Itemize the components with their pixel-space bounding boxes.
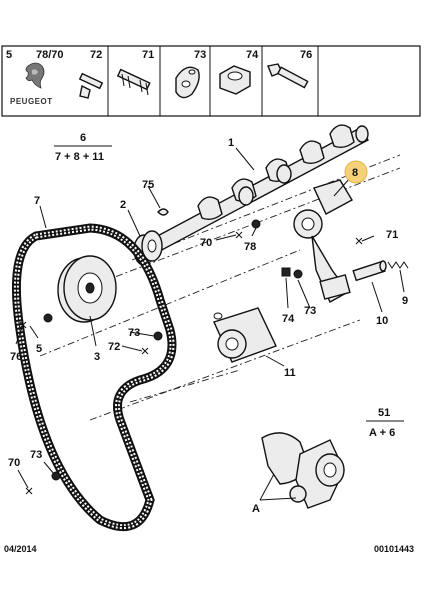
callout-numbers: 1 2 3 5 7 8 9 10 11 70 70 71 72 73 73 73…: [8, 137, 408, 515]
water-pump: [261, 432, 345, 509]
header-label-5: 5: [6, 49, 12, 61]
bolt-72-icon: [78, 72, 104, 99]
stud-71-icon: [116, 68, 151, 96]
callout-78: 78: [244, 241, 256, 253]
callout-76: 76: [10, 351, 22, 363]
callout-A: A: [252, 503, 260, 515]
callout-9: 9: [402, 295, 408, 307]
header-label-74: 74: [246, 49, 259, 61]
callout-73-lower: 73: [30, 449, 42, 461]
group-51-top: 51: [378, 407, 390, 419]
callout-70-upper: 70: [200, 237, 212, 249]
callout-10: 10: [376, 315, 388, 327]
callout-73-middle: 73: [128, 327, 140, 339]
callout-2: 2: [120, 199, 126, 211]
push-rod: [352, 260, 387, 282]
peugeot-logo: PEUGEOT: [10, 62, 53, 106]
group-label-6: 6 7 + 8 + 11: [54, 132, 112, 163]
group-51-bottom: A + 6: [369, 427, 395, 439]
header-label-71: 71: [142, 49, 154, 61]
timing-belt: [11, 223, 177, 532]
callout-70-lower: 70: [8, 457, 20, 469]
callout-5: 5: [36, 343, 42, 355]
callout-71: 71: [386, 229, 398, 241]
tensioner: [293, 179, 353, 303]
callout-11: 11: [284, 367, 296, 379]
header-label-76: 76: [300, 49, 312, 61]
header-parts-strip: 5 78/70 72 71 73 74 76 PEUGEOT: [1, 45, 421, 117]
brand-name: PEUGEOT: [10, 97, 53, 106]
header-label-78-70: 78/70: [36, 49, 64, 61]
callout-3: 3: [94, 351, 100, 363]
callout-72: 72: [108, 341, 120, 353]
washer-73-icon: [175, 66, 200, 99]
group-6-top: 6: [80, 132, 86, 144]
callout-7: 7: [34, 195, 40, 207]
footer-date: 04/2014: [4, 544, 37, 554]
highlight-marker: [344, 160, 368, 184]
pump-pulley: [57, 255, 117, 323]
woodruff-key: [157, 208, 169, 216]
callout-lines: [15, 147, 405, 501]
header-label-73: 73: [194, 49, 206, 61]
group-6-bottom: 7 + 8 + 11: [55, 151, 104, 163]
bolt-76-icon: [267, 63, 309, 89]
header-label-72: 72: [90, 49, 102, 61]
spring: [387, 261, 409, 269]
callout-1: 1: [228, 137, 234, 149]
camshaft-sprocket: [133, 230, 163, 266]
footer-code: 00101443: [374, 544, 414, 554]
idler-roller: [213, 307, 277, 363]
callout-74: 74: [282, 313, 295, 325]
callout-8: 8: [352, 167, 358, 179]
nut-74-icon: [219, 65, 251, 95]
callout-75: 75: [142, 179, 154, 191]
callout-73-right: 73: [304, 305, 316, 317]
camshaft: [148, 124, 370, 253]
group-label-51: 51 A + 6: [366, 407, 404, 439]
